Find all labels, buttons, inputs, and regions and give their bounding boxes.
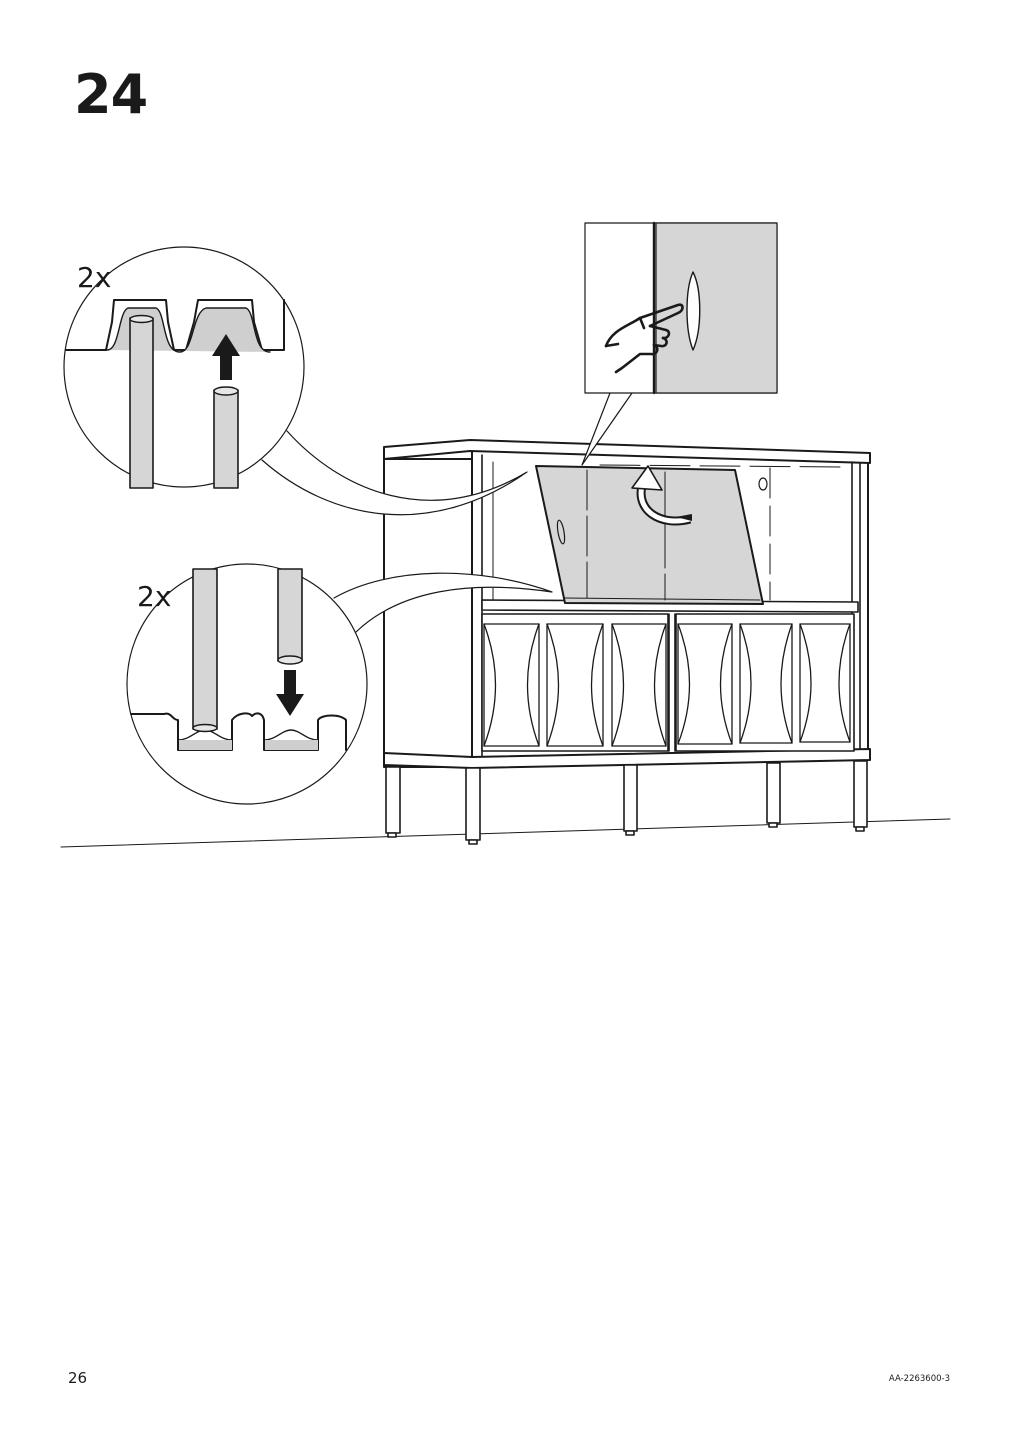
floor-line (60, 818, 951, 848)
arrow-down-icon (276, 670, 304, 716)
bottom-detail-callout (126, 563, 553, 805)
handle-detail-callout (581, 221, 778, 466)
page-number: 26 (68, 1369, 88, 1387)
top-detail-callout (63, 246, 528, 516)
top-quantity-label: 2x (77, 261, 111, 294)
bottom-quantity-label: 2x (137, 580, 171, 613)
arrow-up-icon (212, 334, 240, 380)
step-number: 24 (74, 63, 148, 126)
curved-arrow-icon (631, 465, 692, 526)
document-code: AA-2263600-3 (888, 1374, 950, 1384)
sliding-door-panel (535, 465, 764, 605)
pointing-hand-icon (604, 303, 684, 374)
